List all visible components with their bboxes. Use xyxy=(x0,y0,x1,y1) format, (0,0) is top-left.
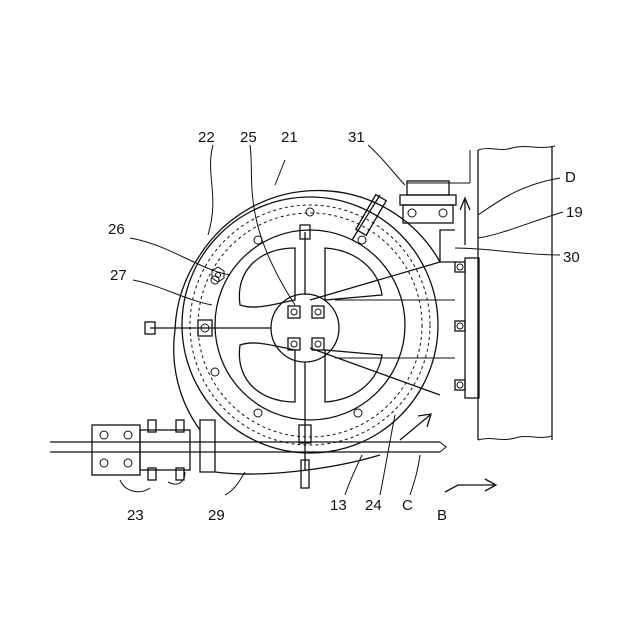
label-25: 25 xyxy=(240,129,257,146)
clamp-23 xyxy=(92,420,190,480)
top-unit-31 xyxy=(400,150,470,223)
wheel-openings xyxy=(239,248,382,402)
label-13: 13 xyxy=(330,497,347,514)
label-23: 23 xyxy=(127,507,144,524)
label-29: 29 xyxy=(208,507,225,524)
arrow-c xyxy=(400,414,431,440)
label-21: 21 xyxy=(281,129,298,146)
support-bracket xyxy=(310,230,455,395)
wheel-housing xyxy=(174,190,440,453)
label-27: 27 xyxy=(110,267,127,284)
label-d: D xyxy=(565,169,576,186)
frame-column xyxy=(478,146,555,440)
mounting-plate xyxy=(455,258,479,398)
label-24: 24 xyxy=(365,497,382,514)
nut-27 xyxy=(212,267,224,282)
label-30: 30 xyxy=(563,249,580,266)
arrow-d xyxy=(460,198,470,245)
label-b: B xyxy=(437,507,447,524)
label-31: 31 xyxy=(348,129,365,146)
label-26: 26 xyxy=(108,221,125,238)
label-c: C xyxy=(402,497,413,514)
arrow-b xyxy=(445,479,496,492)
label-22: 22 xyxy=(198,129,215,146)
hub xyxy=(271,294,339,362)
label-19: 19 xyxy=(566,204,583,221)
